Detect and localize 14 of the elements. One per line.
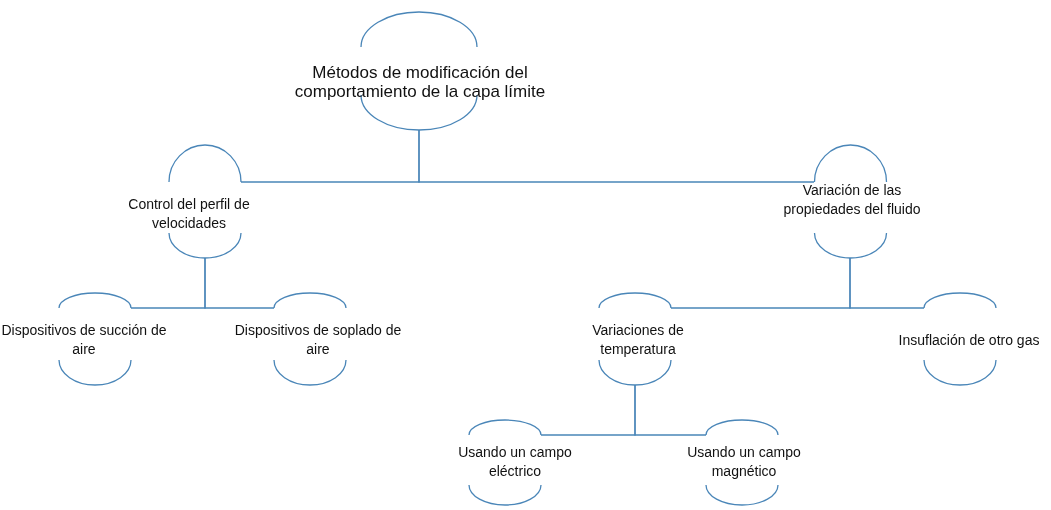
node-label: Dispositivos de succión de aire <box>1 321 167 359</box>
connector-line <box>634 384 707 436</box>
node-label: Control del perfil de velocidades <box>127 195 251 233</box>
node-label: Dispositivos de soplado de aire <box>233 321 403 359</box>
node-label: Insuflación de otro gas <box>897 330 1041 350</box>
connector-line <box>204 257 275 309</box>
node-label: Usando un campo magnético <box>686 443 802 481</box>
connector-line <box>418 129 815 183</box>
node-label: Métodos de modificación del comportamiento de la capa límite <box>293 63 547 101</box>
node-label: Usando un campo eléctrico <box>457 443 573 481</box>
connector-line <box>849 257 925 309</box>
node-label: Variaciones de temperatura <box>591 321 685 359</box>
arc-node <box>1 293 167 385</box>
node-label: Variación de las propiedades del fluido <box>782 181 922 219</box>
